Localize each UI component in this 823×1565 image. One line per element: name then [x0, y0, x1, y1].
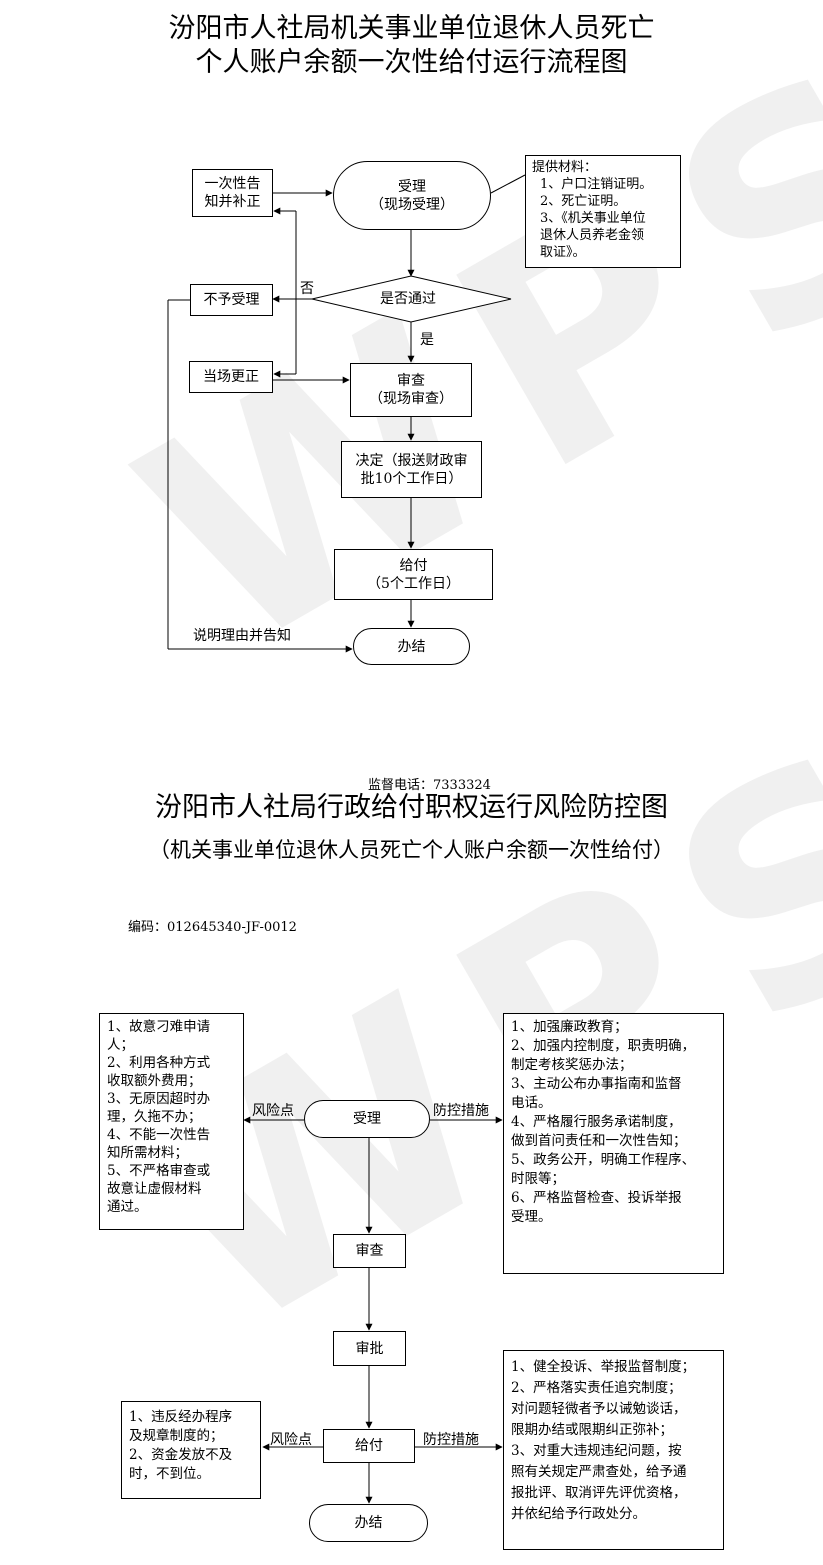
control-label-1: 防控措施: [433, 1103, 489, 1119]
flow2-subtitle: （机关事业单位退休人员死亡个人账户余额一次性给付）: [149, 838, 674, 862]
review-node: 审查 （现场审查）: [350, 363, 472, 417]
accept-node-2: 受理: [304, 1100, 430, 1138]
hotline: 监督电话：7333324: [368, 778, 491, 793]
risk-box-1: 1、故意刁难申请 人； 2、利用各种方式 收取额外费用； 3、无原因超时办 理，…: [99, 1013, 244, 1230]
done-node-2: 办结: [309, 1504, 428, 1542]
flow1-title-line2: 个人账户余额一次性给付运行流程图: [195, 47, 628, 78]
accept-node: 受理 （现场受理）: [333, 161, 491, 230]
review-node-2: 审查: [333, 1234, 406, 1268]
pay-node: 给付 （5个工作日）: [334, 549, 493, 600]
done-node: 办结: [353, 628, 470, 665]
doc-code: 编码：012645340-JF-0012: [128, 920, 297, 935]
approve-node: 审批: [333, 1331, 406, 1366]
risk-label-1: 风险点: [252, 1103, 294, 1119]
decision-diamond: [311, 275, 512, 323]
risk-label-2: 风险点: [270, 1432, 312, 1448]
explain-label: 说明理由并告知: [193, 628, 291, 644]
notify-box: 一次性告 知并补正: [192, 169, 273, 217]
decide-node: 决定（报送财政审 批10个工作日）: [341, 441, 482, 498]
reject-box: 不予受理: [190, 284, 273, 316]
correct-box: 当场更正: [189, 361, 273, 393]
yes-label: 是: [420, 332, 434, 348]
flow1-title-line1: 汾阳市人社局机关事业单位退休人员死亡: [168, 13, 655, 44]
control-box-2: 1、健全投诉、举报监督制度； 2、严格落实责任追究制度； 对问题轻微者予以诫勉谈…: [503, 1350, 724, 1550]
flow2-title: 汾阳市人社局行政给付职权运行风险防控图: [155, 792, 668, 823]
control-box-1: 1、加强廉政教育； 2、加强内控制度，职责明确， 制定考核奖惩办法； 3、主动公…: [503, 1013, 724, 1274]
no-label: 否: [300, 281, 314, 297]
risk-box-2: 1、违反经办程序 及规章制度的； 2、资金发放不及 时，不到位。: [121, 1401, 261, 1499]
pay-node-2: 给付: [323, 1429, 415, 1463]
materials-note: 提供材料： 1、户口注销证明。 2、死亡证明。 3、《机关事业单位 退休人员养老…: [525, 155, 681, 268]
control-label-2: 防控措施: [423, 1432, 479, 1448]
decision-label: 是否通过: [380, 291, 436, 307]
